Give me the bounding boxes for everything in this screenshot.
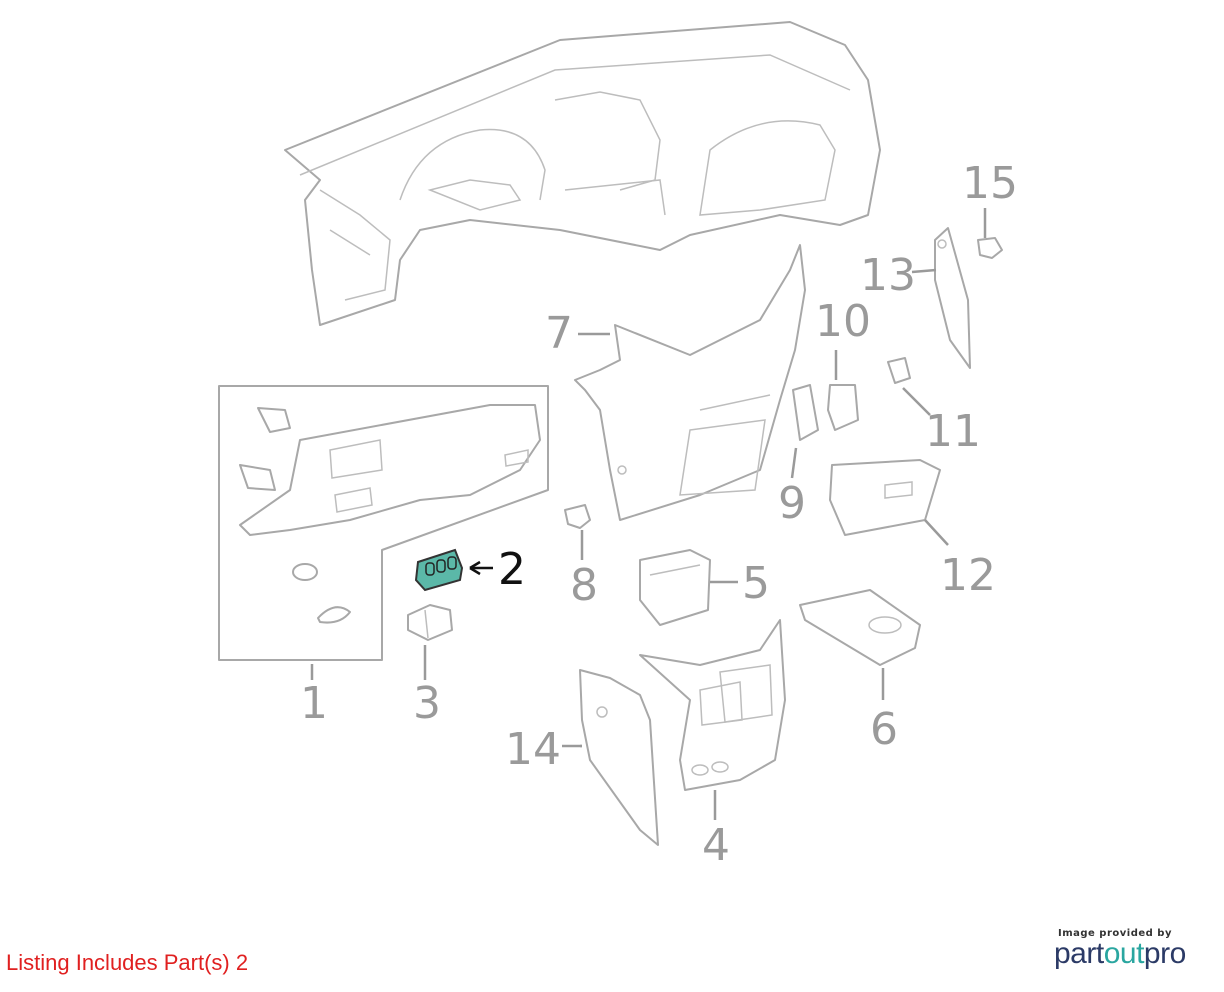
callout-2: 2: [498, 544, 526, 595]
part-7-center-bracket: [574, 244, 806, 521]
callout-8: 8: [570, 560, 598, 611]
callout-14: 14: [505, 724, 561, 775]
callout-5: 5: [742, 558, 770, 609]
callout-11: 11: [925, 406, 981, 457]
part-11-clip: [887, 357, 911, 384]
part-14-side-panel: [579, 669, 659, 846]
part-2-switch-highlighted[interactable]: [414, 548, 464, 592]
part-3-clip: [407, 604, 453, 641]
callout-9: 9: [778, 478, 806, 529]
callout-15: 15: [962, 158, 1018, 209]
leader-arrows: [310, 208, 987, 820]
part-15-clip: [977, 237, 1003, 259]
image-credit: Image provided by partoutpro: [1054, 928, 1214, 971]
part-6-cup-holder: [799, 589, 921, 666]
callout-6: 6: [870, 704, 898, 755]
credit-caption: Image provided by: [1058, 928, 1172, 939]
callout-13: 13: [860, 250, 916, 301]
listing-note: Listing Includes Part(s) 2: [6, 950, 249, 975]
partoutpro-logo: partoutpro: [1054, 937, 1186, 970]
part-13-side-panel: [934, 227, 971, 369]
part-9-bracket: [792, 384, 819, 441]
dashboard-assembly: [284, 21, 881, 326]
part-5-bracket: [639, 549, 711, 626]
part-12-glove-box: [829, 459, 941, 536]
part-4-console-bezel: [639, 619, 786, 791]
callout-12: 12: [940, 550, 996, 601]
callout-10: 10: [815, 296, 871, 347]
callout-1: 1: [300, 678, 328, 729]
part-8-clip: [564, 504, 591, 529]
callout-7: 7: [545, 308, 573, 359]
part-10-hinge: [827, 384, 859, 431]
callout-3: 3: [413, 678, 441, 729]
part-1-lower-panel-group: [218, 385, 549, 661]
callout-labels: 1 2 3 4 5 6 7 8 9 10 11 12 13 14 15: [300, 158, 1018, 871]
callout-4: 4: [702, 820, 730, 871]
